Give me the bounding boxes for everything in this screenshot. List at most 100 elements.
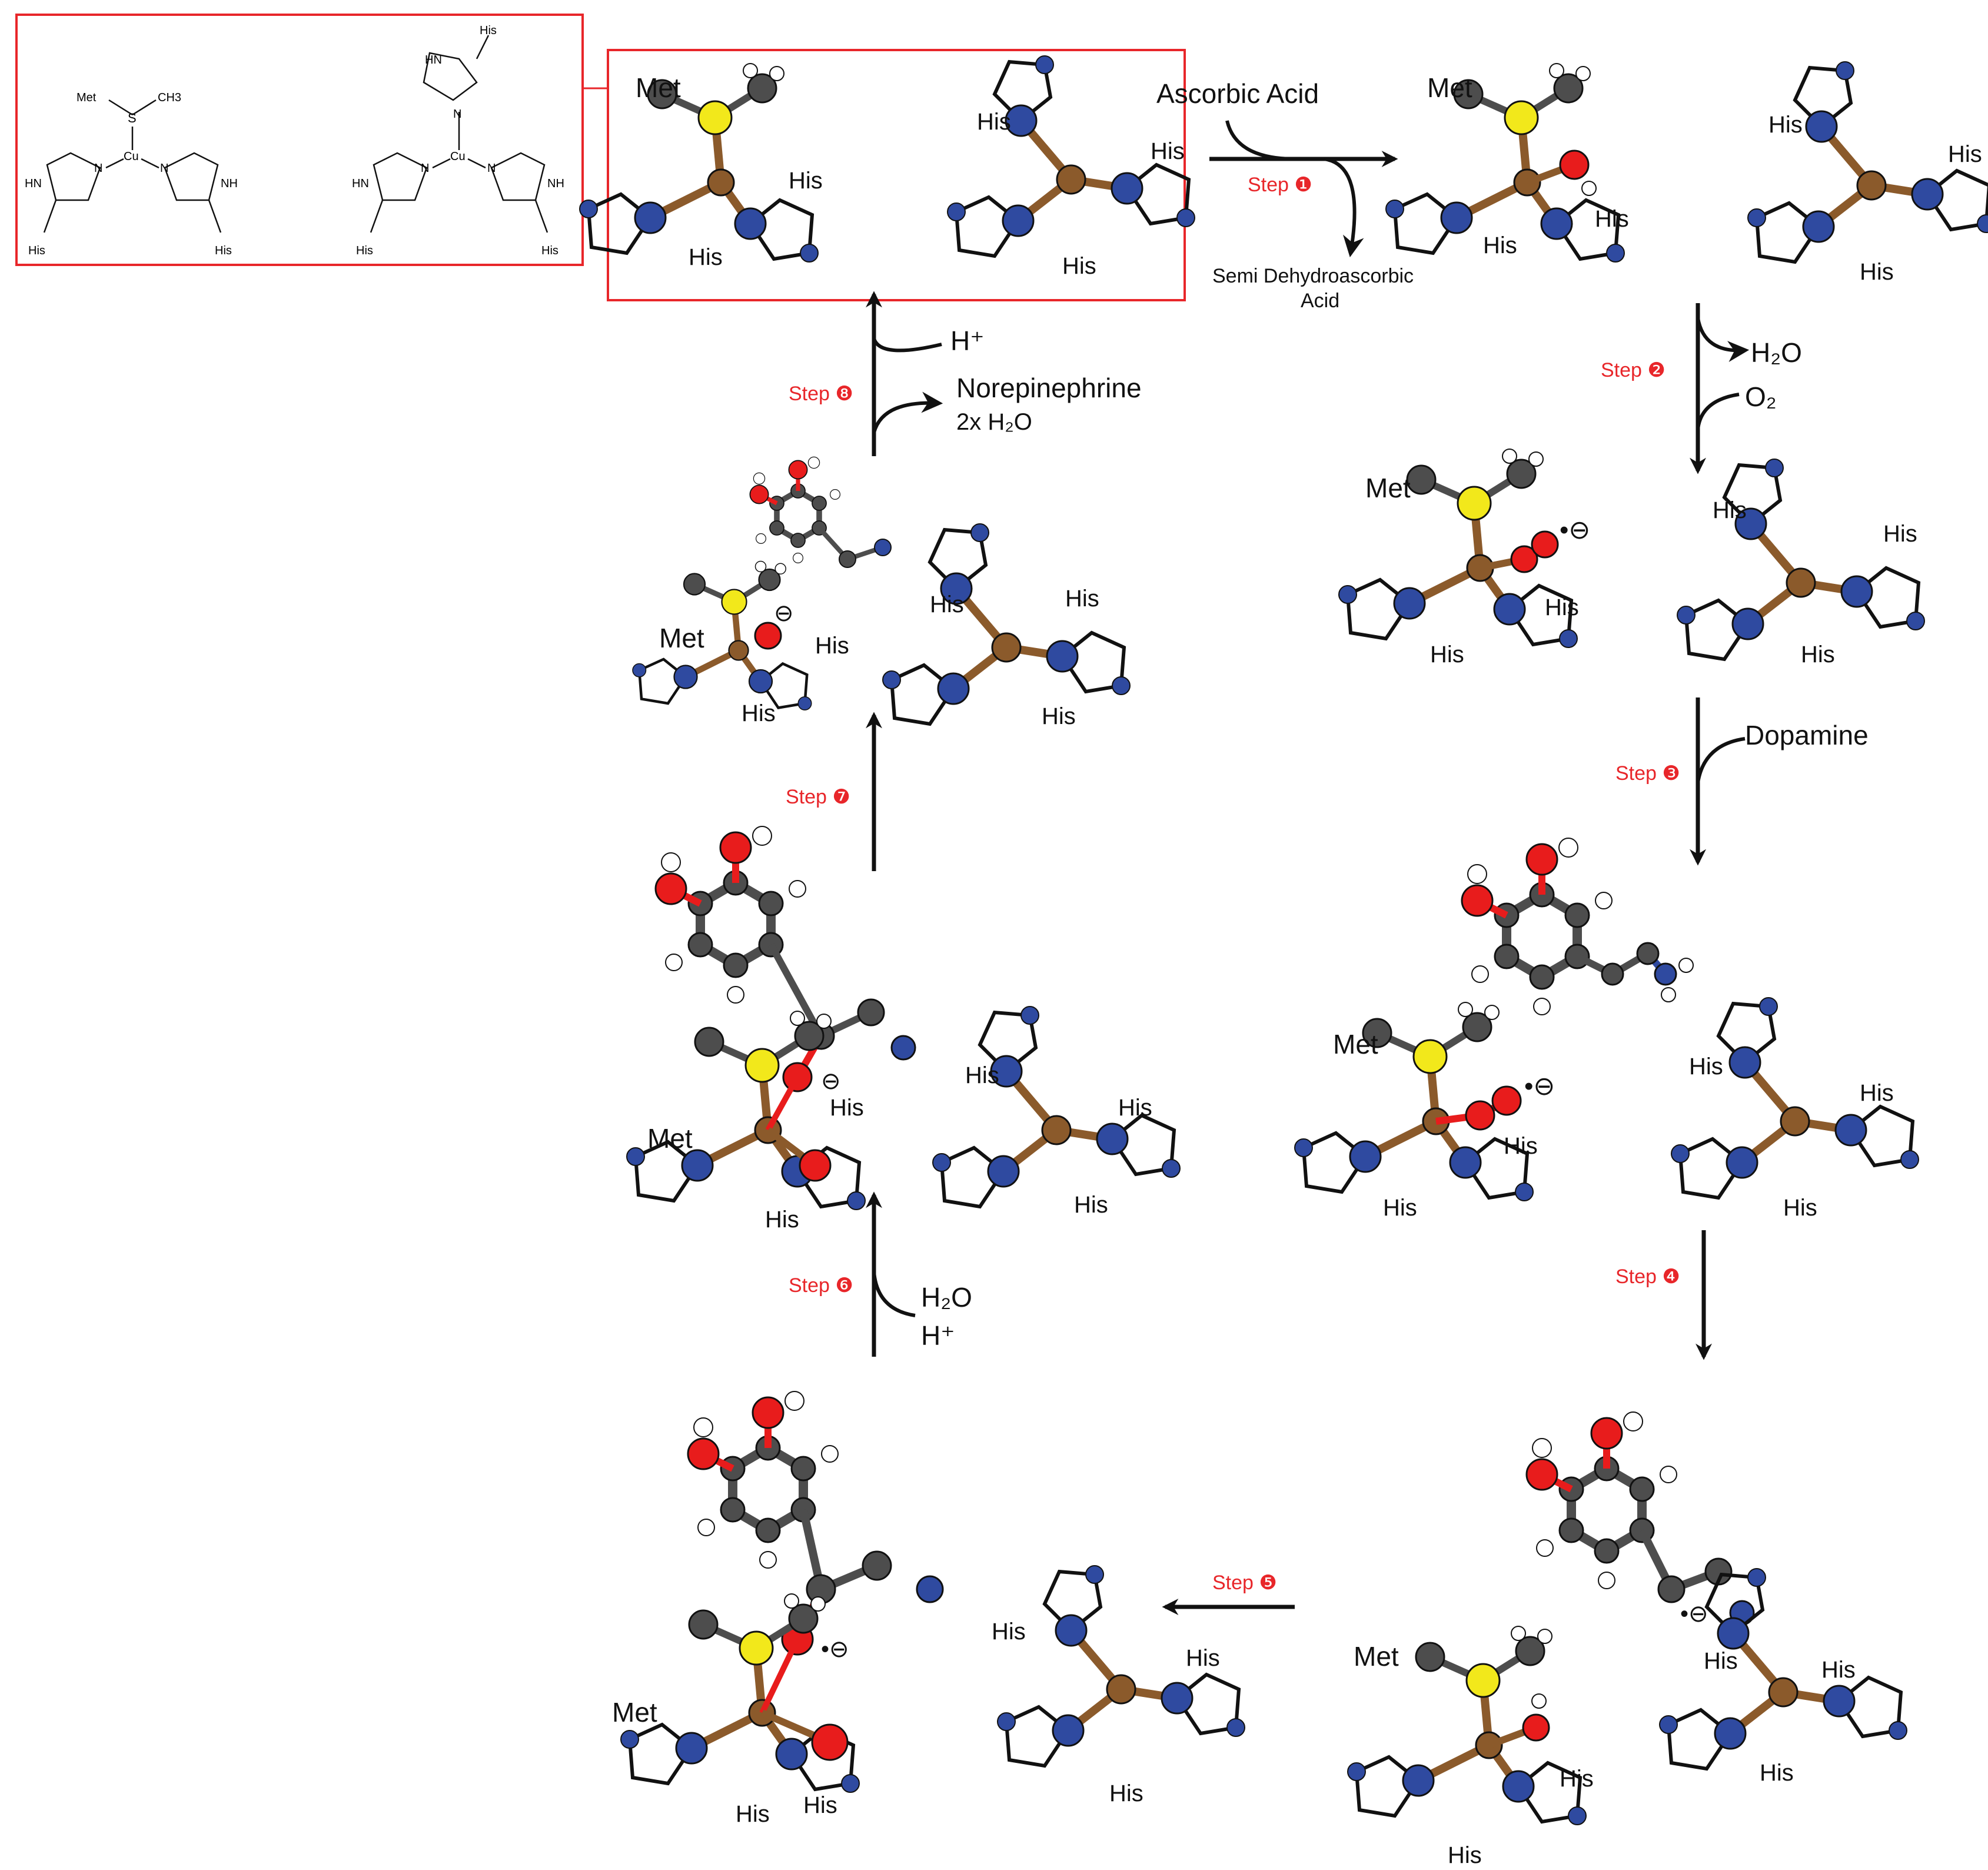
dopamine-label: Dopamine — [1745, 720, 1869, 750]
his-label-s7b: His — [742, 700, 776, 726]
dopamine-molecule — [1462, 838, 1612, 1015]
step-6-arrow — [866, 1191, 916, 1357]
legend-n-label-2: N — [160, 162, 168, 175]
his-label-s6c: His — [965, 1062, 999, 1088]
state-2: •⊖ Met His His His His His — [1339, 449, 1924, 667]
proton-label-step6: H⁺ — [921, 1320, 955, 1351]
legend-his-label-5: His — [541, 244, 558, 257]
state-1: Met His His His His His — [1386, 62, 1988, 285]
step-7-label: Step ❼ — [786, 786, 850, 808]
his-label-s0b: His — [689, 244, 723, 270]
his-label-s3e: His — [1783, 1195, 1817, 1221]
legend-box: Met CH3 S Cu N N HN NH His His His HN N … — [15, 14, 608, 266]
catechol-s7 — [750, 457, 840, 563]
his-label-s1b: His — [1483, 232, 1517, 258]
superoxide-s2: •⊖ — [1560, 516, 1590, 544]
semi-dehydro-label-1: Semi Dehydroascorbic — [1212, 265, 1414, 287]
anion-s6: ⊖ — [821, 1068, 841, 1094]
met-label-s2: Met — [1365, 473, 1411, 503]
his-label-s6a: His — [830, 1095, 864, 1121]
his-label-s0c: His — [977, 109, 1011, 135]
his-label-s4e: His — [1760, 1760, 1794, 1786]
legend-nh-label: NH — [221, 177, 238, 190]
his-label-s3a: His — [1504, 1133, 1538, 1159]
legend-hn-label-2: HN — [425, 54, 442, 67]
legend-n-label-5: N — [487, 162, 496, 175]
legend-his-label-4: His — [356, 244, 373, 257]
his-label-s1e: His — [1860, 259, 1894, 285]
his-label-s2d: His — [1883, 521, 1917, 547]
step-3-label: Step ❸ — [1615, 762, 1680, 785]
cu-h-site-state2 — [1677, 459, 1924, 659]
his-label-s3c: His — [1689, 1054, 1723, 1080]
state-7: ⊖ Met His His His His His — [633, 457, 1130, 729]
his-label-s6d: His — [1118, 1095, 1152, 1121]
step-4-label: Step ❹ — [1615, 1266, 1680, 1288]
state-3: •⊖ Met His His His His His — [1295, 838, 1919, 1221]
step-2-label: Step ❷ — [1601, 359, 1665, 381]
state-4: •⊖ Met His His His His His — [1348, 1412, 1907, 1868]
legend-cu-met-structure — [43, 99, 222, 233]
legend-his-label-1: His — [28, 244, 45, 257]
water-label-step2: H₂O — [1751, 337, 1802, 368]
water-label-step6: H₂O — [921, 1282, 972, 1313]
legend-his-label-3: His — [480, 24, 497, 37]
his-label-s0e: His — [1062, 253, 1096, 279]
legend-ch3-label: CH3 — [158, 91, 181, 104]
met-label-s1: Met — [1427, 72, 1472, 103]
his-label-s6b: His — [765, 1207, 799, 1233]
step-6-label: Step ❻ — [789, 1274, 853, 1297]
superoxide-s3: •⊖ — [1524, 1072, 1555, 1101]
his-label-s5a: His — [736, 1801, 770, 1827]
met-label-s0: Met — [636, 72, 681, 103]
radical-anion-s5: •⊖ — [821, 1636, 849, 1662]
his-label-s0d: His — [1151, 138, 1185, 164]
met-label-s6: Met — [647, 1123, 693, 1154]
anion-s7: ⊖ — [774, 600, 794, 626]
legend-nh-label-2: NH — [547, 177, 564, 190]
oxygen-label-step2: O₂ — [1745, 381, 1777, 412]
legend-hn-label-3: HN — [352, 177, 369, 190]
met-label-s4: Met — [1354, 1641, 1399, 1672]
step-8-label: Step ❽ — [789, 383, 853, 405]
step-2-arrow — [1690, 303, 1750, 474]
semi-dehydro-label-2: Acid — [1301, 290, 1339, 312]
norepinephrine-label: Norepinephrine — [956, 373, 1142, 403]
his-label-s1a: His — [1595, 206, 1629, 232]
his-label-s4d: His — [1821, 1657, 1856, 1683]
step-1-arrow — [1209, 120, 1398, 258]
his-label-s2a: His — [1545, 594, 1579, 620]
his-label-s0a: His — [789, 168, 823, 194]
met-label-s3: Met — [1333, 1029, 1378, 1059]
his-label-s2b: His — [1430, 642, 1464, 667]
catechol-s6 — [656, 826, 806, 1003]
his-label-s1d: His — [1948, 141, 1982, 167]
his-label-s6e: His — [1074, 1192, 1108, 1218]
legend-hn-label: HN — [25, 177, 42, 190]
step-1-label: Step ❶ — [1248, 174, 1312, 196]
proton-label-step8: H⁺ — [950, 325, 985, 356]
legend-cu-label-2: Cu — [450, 150, 466, 163]
his-label-s7d: His — [1065, 586, 1099, 612]
his-label-s7a: His — [815, 633, 849, 659]
state-5: His His His •⊖ Met His His — [612, 1391, 1245, 1827]
his-label-s3d: His — [1860, 1080, 1894, 1106]
ascorbic-acid-label: Ascorbic Acid — [1156, 78, 1319, 109]
his-label-s7e: His — [1042, 703, 1076, 729]
his-label-s5e: His — [1109, 1781, 1143, 1806]
legend-n-label-3: N — [453, 108, 461, 121]
his-label-s4b: His — [1448, 1842, 1482, 1868]
his-label-s1c: His — [1768, 112, 1803, 138]
his-label-s4c: His — [1704, 1648, 1738, 1674]
state-6: ⊖ Met His His His His His — [627, 826, 1180, 1233]
legend-n-label-4: N — [421, 162, 429, 175]
his-label-s5d: His — [1186, 1645, 1220, 1671]
cu-m-site-state5 — [621, 1594, 859, 1792]
legend-cu-his3-structure — [370, 35, 548, 233]
his-label-s2e: His — [1801, 642, 1835, 667]
met-label-s5: Met — [612, 1697, 657, 1728]
his-label-s4a: His — [1560, 1766, 1594, 1792]
cu-m-site-state0 — [580, 64, 818, 262]
his-label-s5b: His — [803, 1792, 837, 1818]
